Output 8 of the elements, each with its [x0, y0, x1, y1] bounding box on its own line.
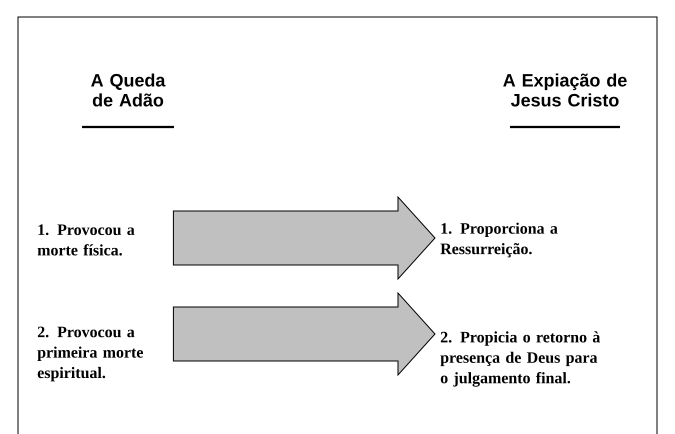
- list-item: 2. Provocou a primeira morte espiritual.: [37, 326, 143, 382]
- list-item: 1. Provocou a morte física.: [38, 224, 135, 256]
- block-arrow: [172, 196, 436, 280]
- column-heading: A Expiação de Jesus Cristo: [503, 73, 627, 107]
- block-arrow: [172, 292, 436, 376]
- list-item: 1. Proporciona a Ressurreição.: [440, 222, 558, 258]
- list-item: 2. Propicia o retorno à presença de Deus para o julgamento final.: [440, 331, 600, 387]
- column-heading: A Queda de Adão: [91, 73, 166, 107]
